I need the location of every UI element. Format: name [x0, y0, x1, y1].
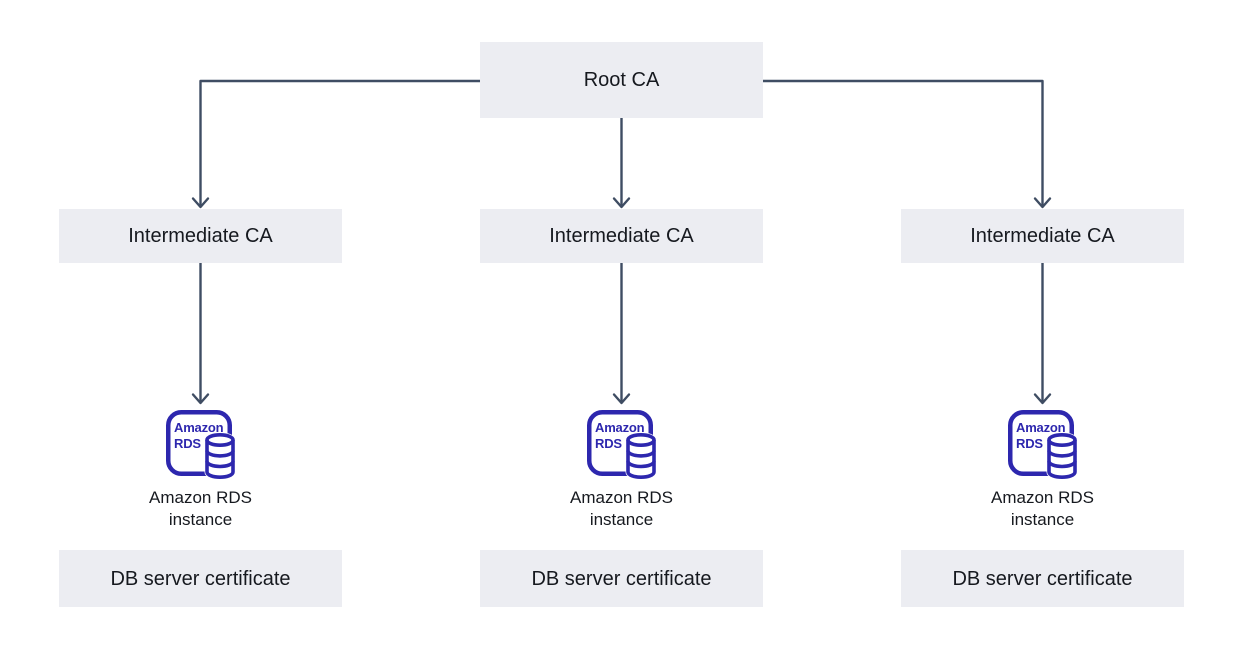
- rds-instance-label-line2: instance: [168, 510, 233, 529]
- amazon-rds-icon: Amazon RDS: [1007, 410, 1077, 480]
- arrow-down-icon: [191, 393, 210, 405]
- intermediate-ca-box: Intermediate CA: [480, 209, 763, 263]
- root-ca-label: Root CA: [583, 69, 660, 91]
- arrow-down-icon: [191, 197, 210, 209]
- root-ca-box: Root CA: [480, 42, 763, 118]
- rds-instance-label: Amazon RDS instance: [59, 487, 342, 531]
- amazon-rds-icon: Amazon RDS: [586, 410, 656, 480]
- intermediate-ca-box: Intermediate CA: [59, 209, 342, 263]
- connector-middle-intermediate-to-rds: [612, 261, 631, 405]
- connector-root-to-left-intermediate: [191, 79, 482, 209]
- db-certificate-label: DB server certificate: [110, 567, 291, 590]
- db-certificate-label: DB server certificate: [952, 567, 1133, 590]
- arrow-down-icon: [612, 393, 631, 405]
- rds-icon-text-line1: Amazon: [595, 420, 645, 435]
- db-certificate-box: DB server certificate: [480, 550, 763, 607]
- amazon-rds-icon: Amazon RDS: [165, 410, 235, 480]
- db-certificate-box: DB server certificate: [901, 550, 1184, 607]
- rds-instance-label: Amazon RDS instance: [480, 487, 763, 531]
- connector-root-to-middle-intermediate: [612, 116, 631, 209]
- db-certificate-label: DB server certificate: [531, 567, 712, 590]
- connector-left-intermediate-to-rds: [191, 261, 210, 405]
- rds-instance-label: Amazon RDS instance: [901, 487, 1184, 531]
- database-cylinder-icon: [625, 432, 656, 480]
- rds-icon-text-line2: RDS: [1016, 436, 1043, 451]
- intermediate-ca-label: Intermediate CA: [549, 225, 694, 247]
- rds-icon-text-line2: RDS: [595, 436, 622, 451]
- connector-right-intermediate-to-rds: [1033, 261, 1052, 405]
- rds-instance-label-line2: instance: [1010, 510, 1075, 529]
- rds-icon-text-line2: RDS: [174, 436, 201, 451]
- rds-instance-label-line1: Amazon RDS: [570, 488, 673, 507]
- intermediate-ca-label: Intermediate CA: [970, 225, 1115, 247]
- arrow-down-icon: [1033, 197, 1052, 209]
- arrow-down-icon: [1033, 393, 1052, 405]
- database-cylinder-icon: [1046, 432, 1077, 480]
- intermediate-ca-label: Intermediate CA: [128, 225, 273, 247]
- intermediate-ca-box: Intermediate CA: [901, 209, 1184, 263]
- rds-instance-label-line1: Amazon RDS: [149, 488, 252, 507]
- rds-instance-label-line1: Amazon RDS: [991, 488, 1094, 507]
- db-certificate-box: DB server certificate: [59, 550, 342, 607]
- database-cylinder-icon: [204, 432, 235, 480]
- rds-icon-text-line1: Amazon: [1016, 420, 1066, 435]
- connector-root-to-right-intermediate: [761, 79, 1052, 209]
- rds-icon-text-line1: Amazon: [174, 420, 224, 435]
- arrow-down-icon: [612, 197, 631, 209]
- rds-instance-label-line2: instance: [589, 510, 654, 529]
